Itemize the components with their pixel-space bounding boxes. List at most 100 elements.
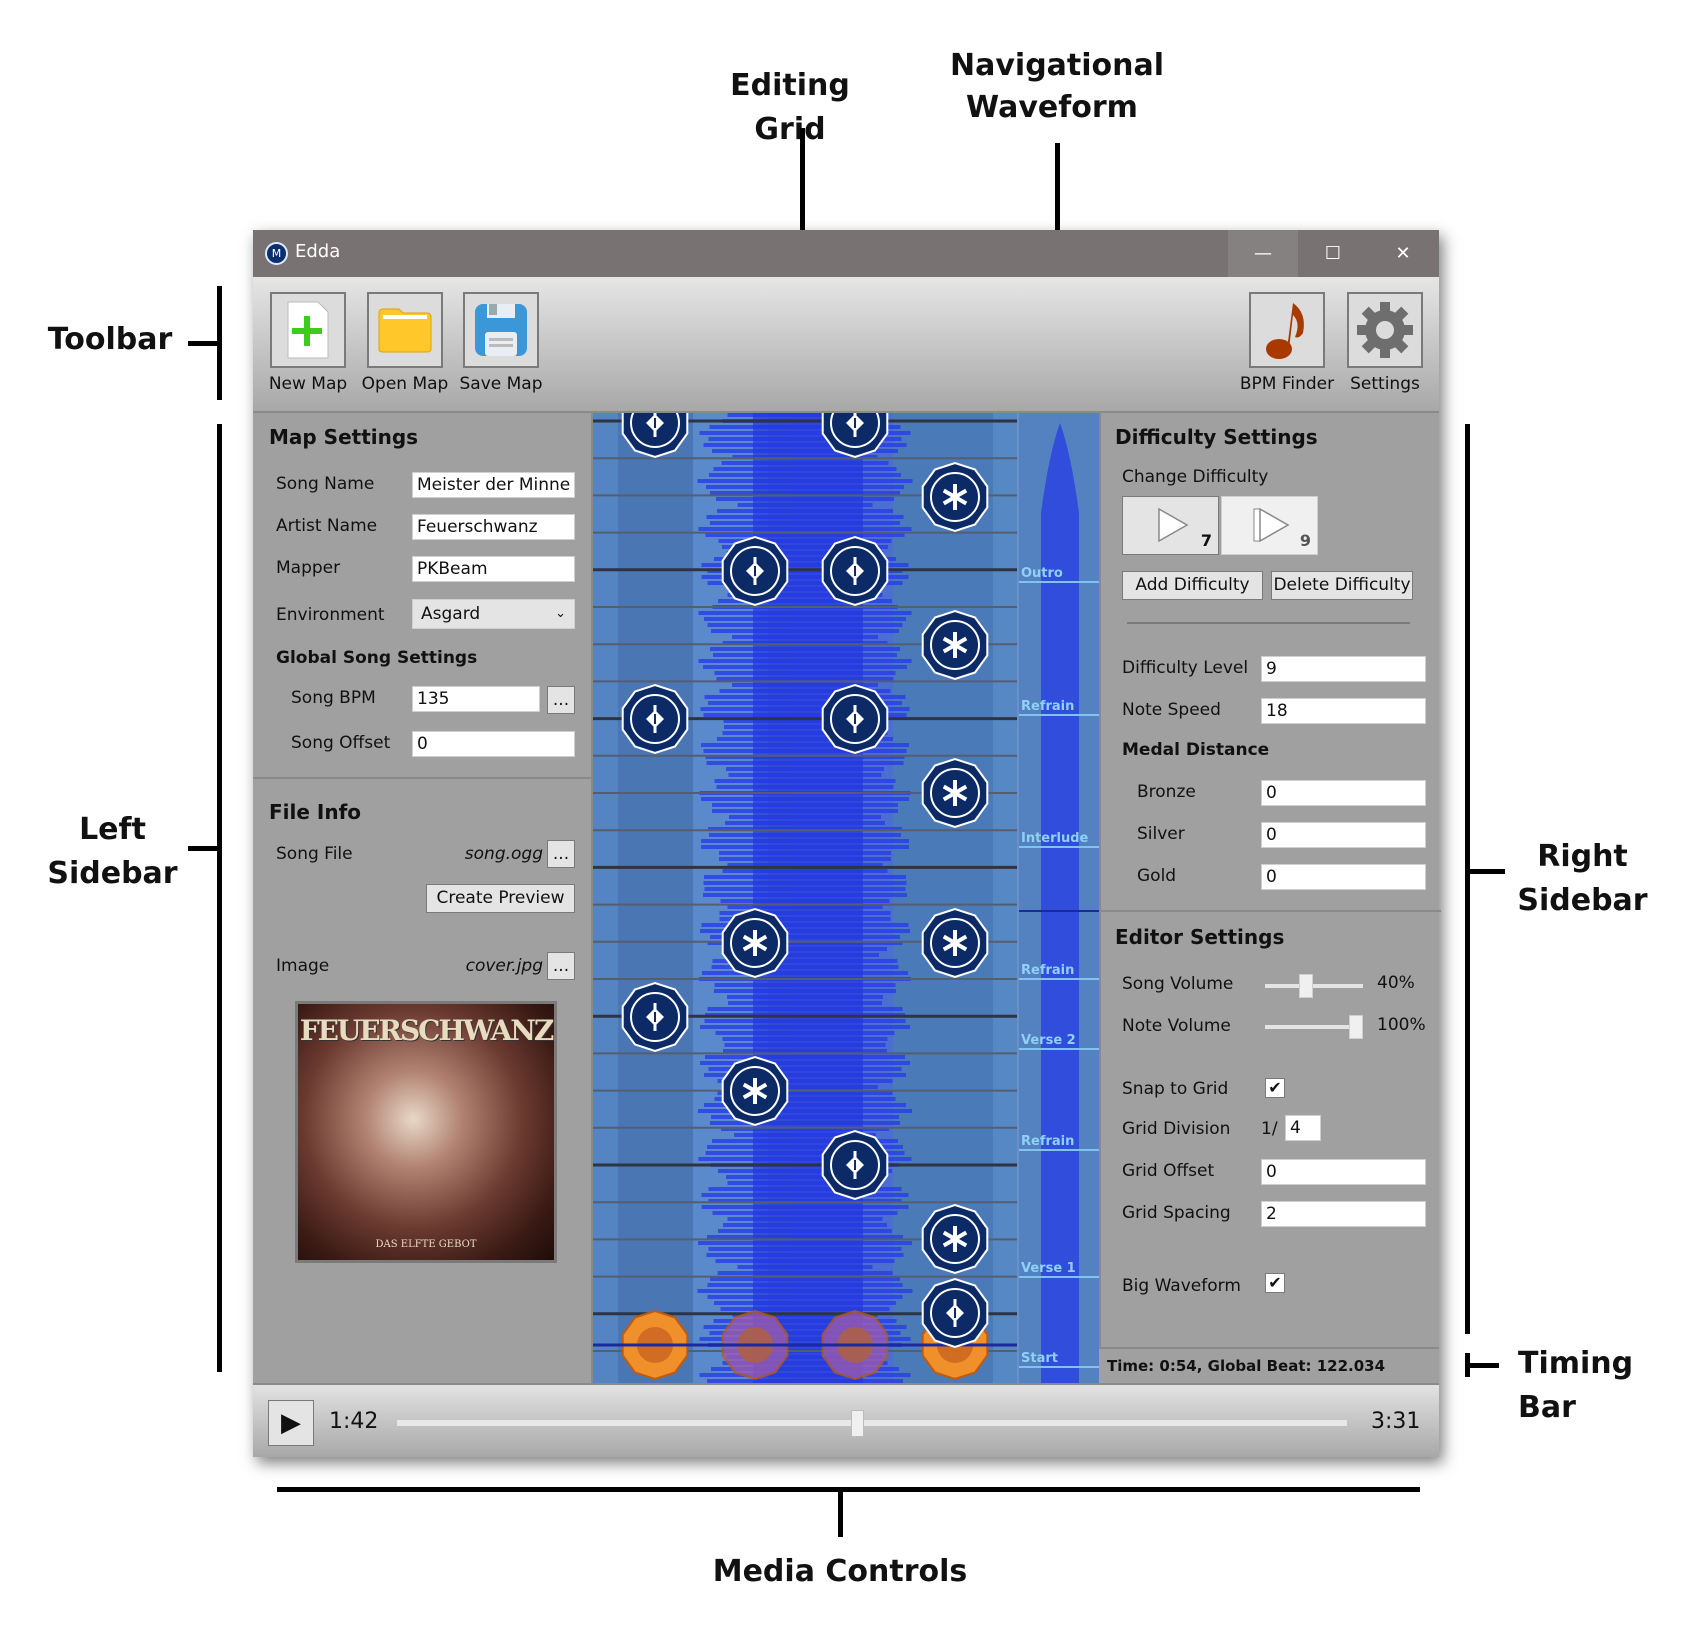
note-ring [930,1288,980,1338]
annotation-right-sidebar-line2: Sidebar [1517,883,1648,918]
environment-select[interactable]: Asgard ⌄ [412,599,575,629]
song-file-browse-button[interactable]: ... [547,840,575,868]
nav-section-marker[interactable]: Interlude [1019,831,1099,848]
song-volume-value: 40% [1377,973,1415,993]
editing-grid-canvas[interactable] [593,413,1017,1383]
create-preview-button[interactable]: Create Preview [426,884,575,913]
annotation-toolbar: Toolbar [47,322,173,357]
seek-slider-thumb[interactable] [851,1410,865,1437]
silver-label: Silver [1137,824,1185,844]
note-ring [930,472,980,522]
new-map-label: New Map [268,374,348,394]
song-volume-track[interactable] [1265,984,1363,988]
difficulty-button-7[interactable]: 7 [1122,496,1219,555]
difficulty-button-9[interactable]: 9 [1221,496,1318,555]
song-volume-slider-thumb[interactable] [1298,974,1313,998]
bpm-browse-button[interactable]: ... [547,686,575,714]
difficulty-settings-title: Difficulty Settings [1115,425,1318,449]
new-map-button[interactable]: New Map [269,292,347,394]
mapper-input[interactable]: PKBeam [412,556,575,582]
title-bar: M Edda — ☐ ✕ [253,230,1439,277]
artist-name-label: Artist Name [276,516,378,536]
big-waveform-label: Big Waveform [1122,1276,1241,1296]
right-sidebar: Difficulty Settings Change Difficulty 7 … [1099,413,1441,1383]
grid-offset-label: Grid Offset [1122,1161,1215,1181]
gear-icon [1347,292,1423,368]
folder-icon [367,292,443,368]
song-file-label: Song File [276,844,353,864]
nav-section-marker[interactable]: Start [1019,1351,1099,1368]
play-button[interactable]: ▶ [268,1400,314,1446]
timing-readout: Time: 0:54, Global Beat: 122.034 [1107,1357,1386,1375]
music-note-icon [1249,292,1325,368]
global-song-settings-title: Global Song Settings [276,648,478,668]
silver-input[interactable]: 0 [1261,822,1426,848]
lane-column [593,413,618,1383]
nav-section-marker[interactable]: Refrain [1019,1134,1099,1151]
note-ring [630,413,680,448]
save-map-button[interactable]: Save Map [459,292,543,394]
nav-section-marker[interactable]: Refrain [1019,699,1099,716]
add-difficulty-button[interactable]: Add Difficulty [1122,571,1263,600]
section-divider [253,777,593,779]
note-speed-input[interactable]: 18 [1261,698,1426,724]
grid-offset-input[interactable]: 0 [1261,1159,1426,1185]
note-ring [730,546,780,596]
environment-label: Environment [276,605,385,625]
environment-value: Asgard [421,604,481,624]
note-ring [630,694,680,744]
annotation-nav-waveform-line2: Waveform [966,90,1138,125]
open-map-button[interactable]: Open Map [362,292,448,394]
maximize-button[interactable]: ☐ [1324,243,1342,264]
file-info-title: File Info [269,800,362,824]
note-ring [930,620,980,670]
save-map-label: Save Map [459,374,543,394]
annotation-media-controls: Media Controls [712,1554,968,1589]
nav-section-marker[interactable]: Refrain [1019,963,1099,980]
note-speed-label: Note Speed [1122,700,1221,720]
editing-grid[interactable] [593,413,1017,1383]
snap-to-grid-checkbox[interactable]: ✔ [1265,1078,1285,1098]
settings-button[interactable]: Settings [1347,292,1423,394]
gold-input[interactable]: 0 [1261,864,1426,890]
play-icon [1158,507,1189,543]
note-ring [830,694,880,744]
floppy-disk-icon [463,292,539,368]
nav-section-marker[interactable]: Verse 2 [1019,1033,1099,1050]
nav-section-marker[interactable]: Outro [1019,566,1099,583]
note-volume-track[interactable] [1265,1025,1363,1029]
chevron-down-icon: ⌄ [555,606,566,621]
song-bpm-input[interactable]: 135 [412,686,540,712]
annotation-bracket [1465,424,1470,1334]
delete-difficulty-button[interactable]: Delete Difficulty [1271,571,1413,600]
asterisk-icon [942,784,968,802]
nav-section-marker[interactable]: Verse 1 [1019,1261,1099,1278]
annotation-bracket [217,424,222,1372]
minimize-button[interactable]: — [1228,230,1298,277]
song-offset-input[interactable]: 0 [412,731,575,757]
grid-division-input[interactable]: 4 [1285,1115,1321,1141]
image-browse-button[interactable]: ... [547,952,575,980]
note-volume-value: 100% [1377,1015,1426,1035]
close-button[interactable]: ✕ [1395,243,1411,264]
timing-bar: Time: 0:54, Global Beat: 122.034 [1099,1347,1439,1383]
note-volume-slider-thumb[interactable] [1349,1015,1363,1039]
big-waveform-checkbox[interactable]: ✔ [1265,1273,1285,1293]
annotation-bracket [217,286,222,400]
grid-spacing-input[interactable]: 2 [1261,1201,1426,1227]
seek-track[interactable] [397,1420,1347,1426]
fast-forward-icon [1253,507,1290,543]
artist-name-input[interactable]: Feuerschwanz [412,514,575,540]
song-name-input[interactable]: Meister der Minne [412,472,575,498]
bronze-input[interactable]: 0 [1261,780,1426,806]
difficulty-level-input[interactable]: 9 [1261,656,1426,682]
change-difficulty-label: Change Difficulty [1122,467,1269,487]
bronze-label: Bronze [1137,782,1196,802]
current-time: 1:42 [329,1409,379,1434]
bpm-finder-button[interactable]: BPM Finder [1240,292,1334,394]
song-volume-label: Song Volume [1122,974,1234,994]
asterisk-icon [742,1082,768,1100]
toolbar: New Map Open Map Save Map BPM Finder Set… [253,277,1439,413]
gold-label: Gold [1137,866,1177,886]
